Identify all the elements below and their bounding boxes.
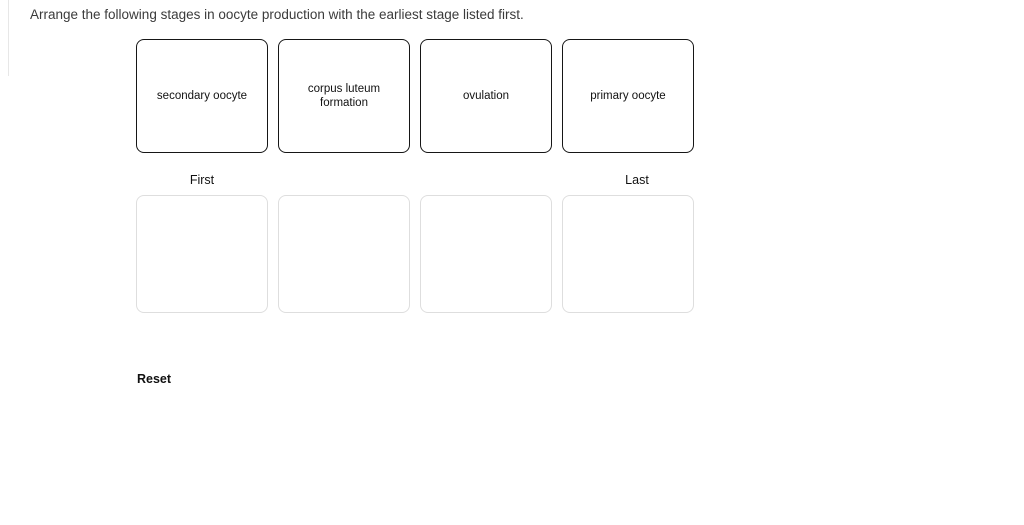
question-text: Arrange the following stages in oocyte p… <box>30 7 524 22</box>
stage-card-label: ovulation <box>462 90 510 102</box>
drop-zone-4[interactable] <box>562 195 694 313</box>
drop-zone-2[interactable] <box>278 195 410 313</box>
stage-card-label: corpus luteum formation <box>307 83 381 109</box>
stage-card-secondary-oocyte[interactable]: secondary oocyte <box>136 39 268 153</box>
first-label: First <box>189 173 215 187</box>
drop-zones-row <box>136 195 694 313</box>
stage-card-primary-oocyte[interactable]: primary oocyte <box>562 39 694 153</box>
stage-card-label: primary oocyte <box>590 90 666 102</box>
stage-card-corpus-luteum-formation[interactable]: corpus luteum formation <box>278 39 410 153</box>
last-label: Last <box>625 173 649 187</box>
stage-card-label: secondary oocyte <box>156 90 248 102</box>
left-panel-divider <box>8 0 9 76</box>
stage-card-ovulation[interactable]: ovulation <box>420 39 552 153</box>
drop-zone-3[interactable] <box>420 195 552 313</box>
drop-zone-1[interactable] <box>136 195 268 313</box>
reset-button[interactable]: Reset <box>137 372 172 386</box>
stage-cards-row: secondary oocyte corpus luteum formation… <box>136 39 694 153</box>
